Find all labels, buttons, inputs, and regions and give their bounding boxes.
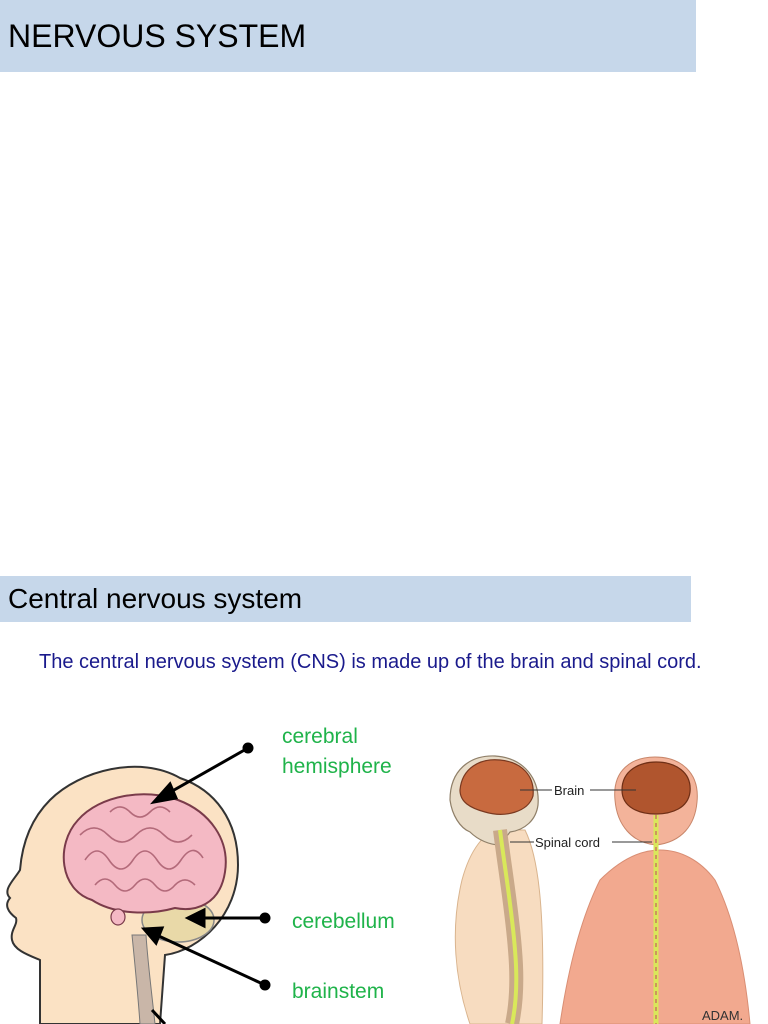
pointer-cerebral (159, 746, 249, 800)
brainstem-label: brainstem (292, 980, 385, 1003)
anatomy-illustration: Brain Spinal cord ADAM. (449, 755, 751, 1024)
pointer-dot-cerebellum (259, 912, 271, 924)
head-profile-illustration (6, 765, 240, 1024)
pointer-brainstem (149, 930, 266, 987)
arrowhead-cerebral (149, 781, 179, 805)
side-brain (459, 759, 534, 815)
cerebellum-label: cerebellum (292, 910, 395, 933)
section-title-banner: Central nervous system (0, 576, 691, 622)
pointer-spinal-cord (150, 1008, 167, 1024)
cerebral-label-line2: hemisphere (282, 755, 392, 778)
arrowhead-cerebellum (184, 907, 206, 929)
back-brain (621, 761, 691, 815)
cerebral-label-line1: cerebral (282, 725, 358, 748)
page-title-banner: NERVOUS SYSTEM (0, 0, 696, 72)
side-spinal-cord (498, 829, 519, 1024)
arrowhead-brainstem (140, 926, 165, 946)
brain-label: Brain (554, 783, 584, 798)
brain-shape (62, 793, 227, 914)
intro-paragraph: The central nervous system (CNS) is made… (39, 651, 702, 673)
pointer-dot-cerebral (242, 742, 254, 754)
spinal-column (131, 934, 156, 1024)
pointer-dot-brainstem (259, 979, 271, 991)
page-title: NERVOUS SYSTEM (8, 17, 307, 54)
spinal-cord-label: Spinal cord (535, 835, 600, 850)
pituitary-shape (110, 908, 126, 926)
label-pointers (140, 742, 271, 1024)
brain-folds (79, 806, 204, 892)
section-title: Central nervous system (8, 583, 303, 614)
adam-watermark: ADAM. (702, 1008, 743, 1023)
